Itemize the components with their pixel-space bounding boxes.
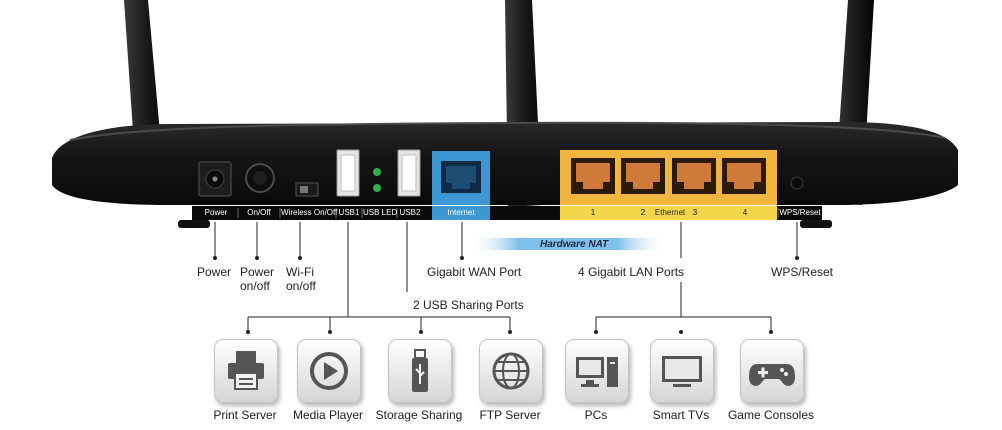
storage-sharing-tile (388, 339, 452, 403)
usb-led-1 (373, 168, 381, 176)
tile-label-storage-sharing: Storage Sharing (375, 408, 463, 422)
smart-tvs-tile (650, 339, 714, 403)
lan-port-2 (621, 158, 665, 194)
lan-label-strip (560, 206, 777, 220)
tile-label-game-consoles: Game Consoles (727, 408, 815, 422)
router-foot-right (800, 220, 832, 228)
gamepad-icon (749, 364, 795, 386)
port-label-wps-reset: WPS/Reset (779, 208, 821, 217)
wps-reset-button (790, 176, 804, 190)
desktop-pc-icon (576, 357, 618, 387)
callout-wifi-onoff-line1: Wi-Fi (286, 265, 314, 279)
tile-label-print-server: Print Server (213, 408, 277, 422)
port-label-usb-led: USB LED (363, 208, 398, 217)
hardware-nat-label: Hardware NAT (540, 239, 609, 250)
usb-led-2 (373, 184, 381, 192)
port-label-onoff: On/Off (247, 208, 271, 217)
callout-wps-reset: WPS/Reset (771, 265, 834, 279)
router-body (52, 122, 958, 205)
callout-power-onoff-line2: on/off (240, 279, 270, 293)
ftp-server-tile (479, 339, 543, 403)
media-player-tile (297, 339, 361, 403)
port-label-lan3: 3 (692, 208, 698, 217)
tile-label-smart-tvs: Smart TVs (652, 408, 710, 422)
play-icon (310, 352, 348, 390)
port-label-power: Power (204, 208, 228, 217)
tile-label-media-player: Media Player (292, 408, 364, 422)
usb-drive-icon (412, 349, 428, 392)
callout-gigabit-lan-ports: 4 Gigabit LAN Ports (578, 265, 685, 279)
print-server-tile (214, 339, 278, 403)
router-top-highlight (69, 121, 946, 141)
port-label-lan4: 4 (742, 208, 748, 217)
callout-power-onoff-line1: Power (240, 265, 275, 279)
port-label-lan1: 1 (590, 208, 596, 217)
game-consoles-tile (740, 339, 804, 403)
port-label-lan2: 2 (640, 208, 646, 217)
tile-label-ftp-server: FTP Server (479, 408, 541, 422)
port-label-internet: Internet (447, 208, 475, 217)
pcs-tile (565, 339, 629, 403)
callout-gigabit-wan-port: Gigabit WAN Port (427, 265, 522, 279)
callout-usb-sharing-ports: 2 USB Sharing Ports (413, 298, 524, 312)
port-label-wireless-onoff: Wireless On/Off (281, 208, 338, 217)
port-label-usb1: USB1 (338, 208, 360, 217)
router-foot-left (178, 220, 210, 228)
callout-wifi-onoff-line2: on/off (286, 279, 316, 293)
port-label-usb2: USB2 (399, 208, 421, 217)
globe-icon (492, 352, 530, 390)
lan-port-1 (571, 158, 615, 194)
printer-icon (228, 351, 264, 390)
lan-port-3 (672, 158, 716, 194)
callout-power: Power (197, 265, 232, 279)
tile-label-pcs: PCs (584, 408, 608, 422)
hardware-nat-band (468, 238, 668, 250)
lan-port-4 (722, 158, 766, 194)
port-label-ethernet: Ethernet (654, 208, 686, 217)
wan-label-strip (432, 206, 490, 220)
tv-icon (662, 356, 702, 387)
